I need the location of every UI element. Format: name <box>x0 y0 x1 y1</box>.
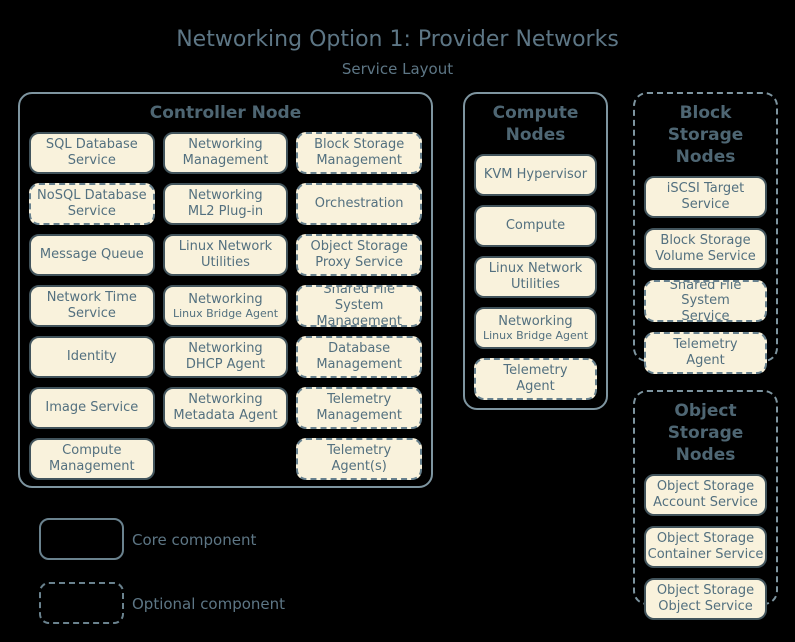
service-compute: Compute <box>474 205 597 248</box>
service-shared-file-system: Shared File System Service <box>644 280 767 323</box>
service-object-storage-object: Object Storage Object Service <box>644 578 767 621</box>
controller-node-heading: Controller Node <box>149 103 302 123</box>
controller-services-grid: SQL Database Service Networking Manageme… <box>29 132 422 481</box>
service-telemetry-agent-block: Telemetry Agent <box>644 332 767 375</box>
service-telemetry-agent-compute: Telemetry Agent <box>474 358 597 401</box>
service-compute-management: Compute Management <box>29 438 155 481</box>
block-storage-nodes-container: Block Storage Nodes iSCSI Target Service… <box>633 92 778 375</box>
controller-node-container: Controller Node SQL Database Service Net… <box>18 92 433 488</box>
service-sql-database: SQL Database Service <box>29 132 155 175</box>
service-iscsi-target: iSCSI Target Service <box>644 176 767 219</box>
service-message-queue: Message Queue <box>29 234 155 277</box>
compute-services-stack: KVM Hypervisor Compute Linux Network Uti… <box>474 154 597 401</box>
service-block-storage-volume: Block Storage Volume Service <box>644 228 767 271</box>
service-image-service: Image Service <box>29 387 155 430</box>
diagram-title: Networking Option 1: Provider Networks <box>176 27 619 52</box>
service-nosql-database: NoSQL Database Service <box>29 183 155 226</box>
service-shared-file-system-management: Shared File System Management <box>296 285 422 328</box>
diagram-subtitle: Service Layout <box>341 60 454 78</box>
object-storage-nodes-heading: Object Storage Nodes <box>667 401 744 466</box>
legend-optional-swatch <box>39 582 124 624</box>
service-orchestration: Orchestration <box>296 183 422 226</box>
service-telemetry-agents: Telemetry Agent(s) <box>296 438 422 481</box>
service-identity: Identity <box>29 336 155 379</box>
service-telemetry-management: Telemetry Management <box>296 387 422 430</box>
empty-cell <box>163 438 289 480</box>
legend-core-label: Core component <box>132 531 257 549</box>
legend-optional-label: Optional component <box>132 595 286 613</box>
object-storage-services-stack: Object Storage Account Service Object St… <box>644 474 767 621</box>
service-kvm-hypervisor: KVM Hypervisor <box>474 154 597 197</box>
service-object-storage-proxy: Object Storage Proxy Service <box>296 234 422 277</box>
compute-nodes-container: Compute Nodes KVM Hypervisor Compute Lin… <box>463 92 608 410</box>
service-block-storage-management: Block Storage Management <box>296 132 422 175</box>
block-storage-nodes-heading: Block Storage Nodes <box>667 103 744 168</box>
service-network-time: Network Time Service <box>29 285 155 328</box>
legend-core-swatch <box>39 518 124 560</box>
block-storage-services-stack: iSCSI Target Service Block Storage Volum… <box>644 176 767 375</box>
service-networking-management: Networking Management <box>162 132 289 175</box>
service-object-storage-container: Object Storage Container Service <box>644 526 767 569</box>
service-networking-ml2-plugin: Networking ML2 Plug-in <box>162 183 289 226</box>
service-networking-metadata-agent: Networking Metadata Agent <box>162 387 289 430</box>
service-linux-network-utilities-compute: Linux Network Utilities <box>474 256 597 299</box>
service-object-storage-account: Object Storage Account Service <box>644 474 767 517</box>
object-storage-nodes-container: Object Storage Nodes Object Storage Acco… <box>633 390 778 621</box>
service-database-management: Database Management <box>296 336 422 379</box>
compute-nodes-heading: Compute Nodes <box>492 103 579 146</box>
service-networking-dhcp-agent: Networking DHCP Agent <box>162 336 289 379</box>
service-linux-network-utilities: Linux Network Utilities <box>162 234 289 277</box>
